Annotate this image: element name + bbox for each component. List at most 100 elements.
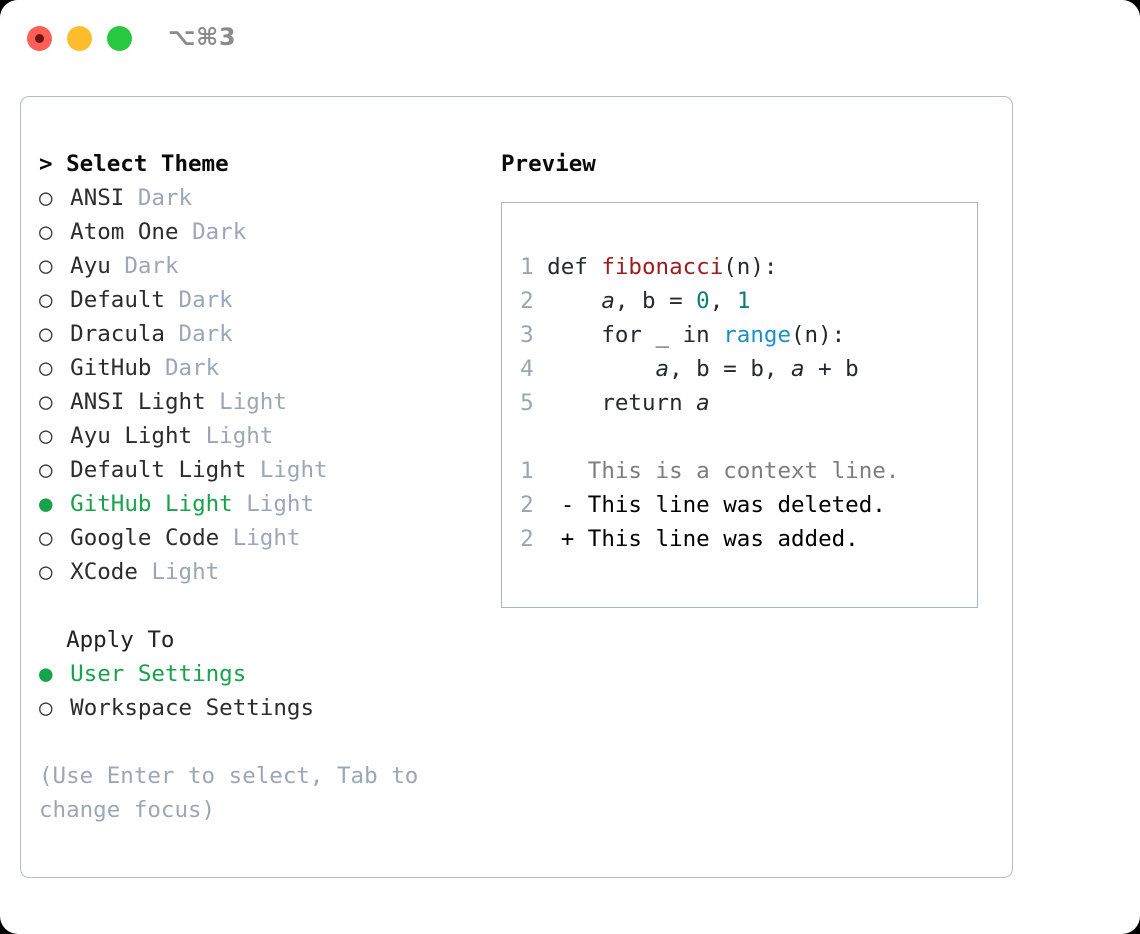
- theme-option-default[interactable]: ○ Default Dark: [39, 283, 489, 317]
- theme-option-dracula[interactable]: ○ Dracula Dark: [39, 317, 489, 351]
- theme-option-ansi-light[interactable]: ○ ANSI Light Light: [39, 385, 489, 419]
- theme-option-xcode[interactable]: ○ XCode Light: [39, 555, 489, 589]
- apply-to-option-user-settings[interactable]: ● User Settings: [39, 657, 489, 691]
- line-number: 2: [520, 526, 534, 552]
- diff-line-context: 1 This is a context line.: [516, 454, 969, 488]
- theme-option-ayu[interactable]: ○ Ayu Dark: [39, 249, 489, 283]
- theme-option-label: ANSI Light: [56, 389, 220, 415]
- code-token-num: 0: [696, 288, 710, 314]
- diff-line-text: - This line was deleted.: [533, 492, 886, 518]
- line-number: 5: [520, 390, 534, 416]
- code-token-num: 1: [736, 288, 751, 314]
- radio-unselected-icon: ○: [39, 185, 53, 211]
- theme-option-label: Default Light: [56, 457, 260, 483]
- line-number: 3: [520, 322, 534, 348]
- theme-option-google-code[interactable]: ○ Google Code Light: [39, 521, 489, 555]
- theme-variant-label: Dark: [137, 185, 193, 211]
- radio-unselected-icon: ○: [39, 219, 53, 245]
- radio-unselected-icon: ○: [39, 355, 53, 381]
- apply-to-option-label: User Settings: [56, 661, 247, 687]
- theme-variant-label: Dark: [178, 321, 233, 347]
- apply-to-option-workspace-settings[interactable]: ○ Workspace Settings: [39, 691, 489, 725]
- code-token-plain: + b: [804, 356, 859, 382]
- code-token-plain: return: [547, 390, 697, 416]
- theme-option-label: Ayu: [56, 253, 125, 279]
- keyboard-hint-text: (Use Enter to select, Tab to change focu…: [39, 763, 419, 823]
- theme-option-ansi[interactable]: ○ ANSI Dark: [39, 181, 489, 215]
- theme-variant-label: Dark: [192, 219, 247, 245]
- theme-option-label: Google Code: [56, 525, 233, 551]
- code-token-var: a: [696, 390, 710, 416]
- theme-option-label: XCode: [56, 559, 152, 585]
- theme-option-label: Ayu Light: [56, 423, 206, 449]
- radio-unselected-icon: ○: [39, 287, 53, 313]
- code-gutter-space: [534, 254, 548, 280]
- code-token-plain: b: [641, 288, 656, 314]
- radio-unselected-icon: ○: [39, 559, 53, 585]
- preview-heading: Preview: [501, 151, 596, 177]
- code-token-func: fibonacci: [601, 254, 724, 280]
- keyboard-shortcut-label: ⌥⌘3: [168, 23, 237, 51]
- code-diff-separator: [516, 420, 969, 454]
- apply-to-option-label: Workspace Settings: [56, 695, 314, 721]
- line-number: 2: [520, 492, 534, 518]
- radio-unselected-icon: ○: [39, 253, 53, 279]
- code-token-plain: ,: [614, 288, 642, 314]
- apply-to-options[interactable]: ● User Settings○ Workspace Settings: [39, 657, 489, 725]
- theme-option-github-light[interactable]: ● GitHub Light Light: [39, 487, 489, 521]
- line-number: 4: [520, 356, 534, 382]
- minimize-window-button[interactable]: [67, 26, 92, 51]
- close-window-button[interactable]: [27, 26, 52, 51]
- theme-option-default-light[interactable]: ○ Default Light Light: [39, 453, 489, 487]
- theme-option-label: Dracula: [56, 321, 179, 347]
- code-line: 2 a, b = 0, 1: [516, 284, 969, 318]
- theme-list[interactable]: ○ ANSI Dark○ Atom One Dark○ Ayu Dark○ De…: [39, 181, 489, 589]
- theme-option-label: Default: [56, 287, 179, 313]
- code-line: 3 for _ in range(n):: [516, 318, 969, 352]
- select-theme-heading: > Select Theme: [39, 151, 229, 177]
- content-panel: > Select Theme ○ ANSI Dark○ Atom One Dar…: [20, 96, 1013, 878]
- code-token-plain: =: [655, 288, 697, 314]
- maximize-window-button[interactable]: [107, 26, 132, 51]
- code-token-var: a: [601, 288, 615, 314]
- theme-option-ayu-light[interactable]: ○ Ayu Light Light: [39, 419, 489, 453]
- code-token-plain: (n):: [791, 322, 846, 348]
- radio-selected-icon: ●: [39, 491, 53, 517]
- theme-option-atom-one[interactable]: ○ Atom One Dark: [39, 215, 489, 249]
- radio-unselected-icon: ○: [39, 321, 53, 347]
- line-number: 1: [520, 458, 534, 484]
- diff-line-deleted: 2 - This line was deleted.: [516, 488, 969, 522]
- theme-variant-label: Dark: [178, 287, 233, 313]
- theme-variant-label: Light: [205, 423, 274, 449]
- code-token-plain: (n):: [723, 254, 778, 280]
- apply-to-section: Apply To ● User Settings○ Workspace Sett…: [39, 623, 489, 725]
- code-token-var: a: [655, 356, 670, 382]
- code-line: 1 def fibonacci(n):: [516, 250, 969, 284]
- code-gutter-space: [534, 288, 548, 314]
- code-token-plain: [547, 288, 601, 314]
- theme-variant-label: Light: [151, 559, 220, 585]
- code-token-plain: , b = b,: [669, 356, 791, 382]
- theme-option-label: ANSI: [56, 185, 138, 211]
- apply-to-heading: Apply To: [39, 627, 175, 653]
- theme-variant-label: Dark: [164, 355, 220, 381]
- radio-unselected-icon: ○: [39, 423, 53, 449]
- theme-variant-label: Dark: [124, 253, 179, 279]
- diff-line-added: 2 + This line was added.: [516, 522, 969, 556]
- code-token-plain: for _ in: [547, 322, 724, 348]
- code-gutter-space: [534, 356, 548, 382]
- code-line: 4 a, b = b, a + b: [516, 352, 969, 386]
- radio-selected-icon: ●: [39, 661, 53, 687]
- title-bar: ⌥⌘3: [0, 0, 1140, 78]
- code-token-plain: [547, 356, 655, 382]
- preview-column: Preview 1 def fibonacci(n):2 a, b = 0, 1…: [501, 147, 1001, 608]
- theme-option-github[interactable]: ○ GitHub Dark: [39, 351, 489, 385]
- code-token-plain: ,: [709, 288, 737, 314]
- theme-option-label: GitHub Light: [56, 491, 247, 517]
- theme-variant-label: Light: [246, 491, 314, 517]
- theme-variant-label: Light: [259, 457, 328, 483]
- code-token-plain: def: [547, 254, 602, 280]
